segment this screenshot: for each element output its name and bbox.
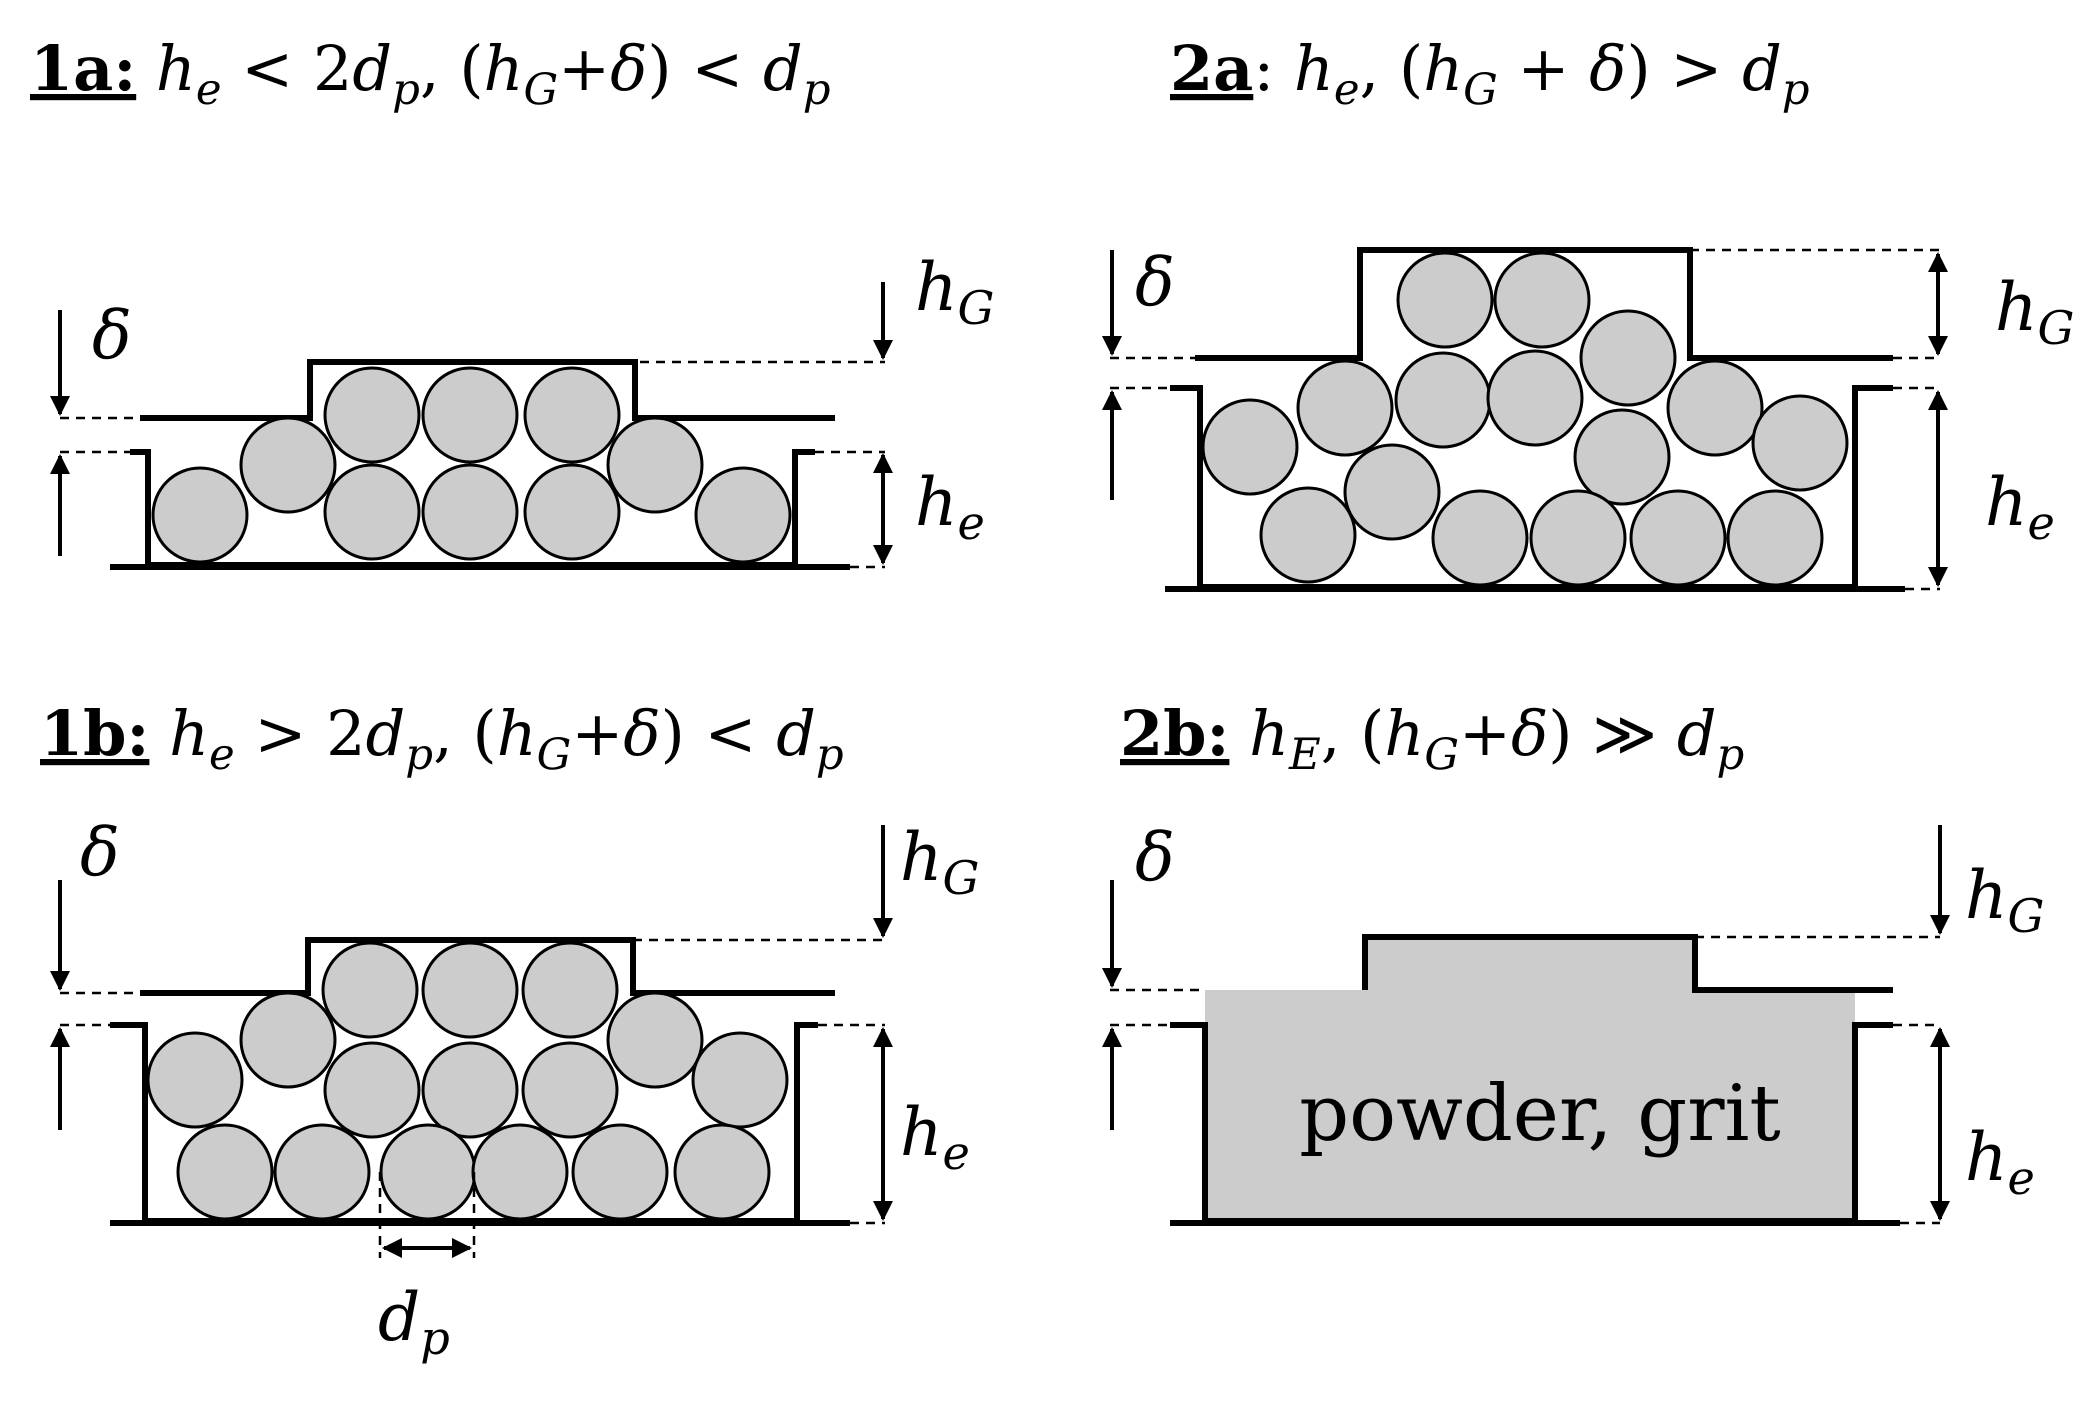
particle [1201,398,1299,496]
particle [1666,359,1764,457]
delta-label: δ [92,297,132,374]
particle [1493,251,1591,349]
panel-2b-title: 2b: hE, (hG+δ) ≫ dp [1120,697,1744,780]
particle [1431,489,1529,587]
hG-label: hG [1995,269,2074,355]
panel-1b-diagram: hG he δ dp [50,814,979,1365]
particle [321,941,419,1039]
panel-1a-title: 1a: he < 2dp, (hG+δ) < dp [30,32,830,115]
particle [323,366,421,464]
particle [523,463,621,561]
particle [1529,489,1627,587]
dp-label: dp [378,1279,450,1365]
particle [694,466,792,564]
particle [523,366,621,464]
panel-1b-title: 1b: he > 2dp, (hG+δ) < dp [40,697,844,780]
he-label: he [900,1094,970,1180]
panel-1a-tag: 1a: [30,32,136,105]
particle [239,991,337,1089]
particle [239,416,337,514]
particle [146,1031,244,1129]
particle [521,1041,619,1139]
delta-label: δ [1135,244,1175,321]
powder-fill [1205,937,1855,1223]
particle [521,941,619,1039]
particle [471,1123,569,1221]
particles [151,366,792,564]
particle [1751,394,1849,492]
particle [421,1041,519,1139]
panel-2b-diagram: powder, grit hG he δ [1102,819,2044,1226]
particle [1486,349,1584,447]
particle [606,991,704,1089]
particle [379,1123,477,1221]
panel-2a-tag: 2a [1170,32,1253,105]
hG-label: hG [915,249,994,335]
panel-1a-diagram: hG he δ [50,249,994,570]
particle [1394,351,1492,449]
powder-grit-label: powder, grit [1299,1069,1781,1159]
particle [273,1123,371,1221]
particle [606,416,704,514]
particle [176,1123,274,1221]
particles [146,941,789,1221]
particle [673,1123,771,1221]
particle [323,463,421,561]
panel-2b-tag: 2b: [1120,697,1229,770]
panel-1b-tag: 1b: [40,697,149,770]
hG-label: hG [1965,857,2044,943]
particle [151,466,249,564]
particle [691,1031,789,1129]
particle [421,366,519,464]
particles [1201,251,1849,587]
delta-label: δ [80,814,120,891]
panel-2a-title: 2a: he, (hG + δ) > dp [1170,32,1810,115]
particle [1343,443,1441,541]
particle [1573,408,1671,506]
punch-outline [1195,247,1893,361]
particle [421,463,519,561]
particle [1396,251,1494,349]
particle [1579,309,1677,407]
particle [1259,486,1357,584]
particle [1629,489,1727,587]
hG-label: hG [900,819,979,905]
particle [323,1041,421,1139]
he-label: he [1965,1119,2035,1205]
panel-2a-diagram: hG he δ [1102,244,2074,592]
particle [1726,489,1824,587]
particle [1296,359,1394,457]
delta-label: δ [1135,819,1175,896]
he-label: he [1985,464,2055,550]
particle [571,1123,669,1221]
particle [421,941,519,1039]
he-label: he [915,464,985,550]
